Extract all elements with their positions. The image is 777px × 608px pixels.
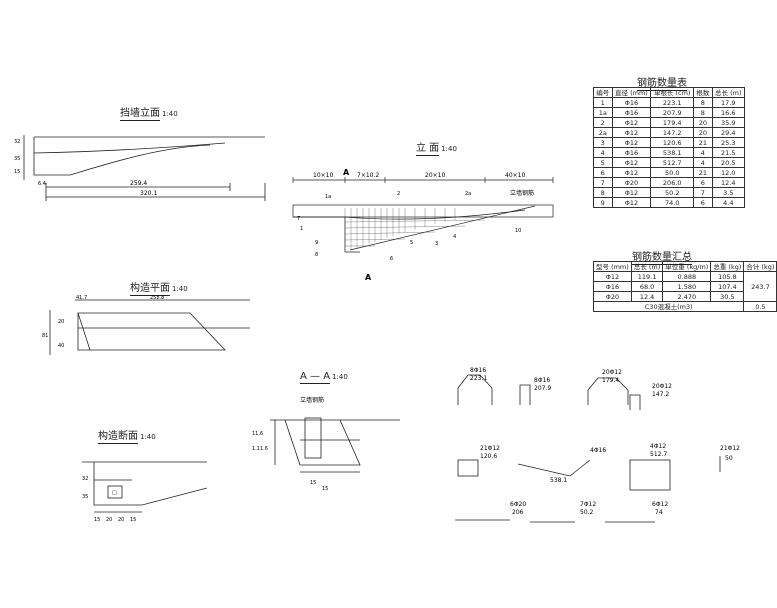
elev-main-mark-7: 7 (297, 216, 300, 222)
section-aa-side-2: 1.11.6 (252, 446, 268, 452)
plan-dim-2: 258.8 (150, 295, 164, 301)
section-dim-4: 15 (130, 517, 136, 523)
section-side-2: 35 (82, 494, 88, 500)
section-aa-drawing: 立墙钢筋 15 15 11.6 1.11.6 (252, 396, 400, 492)
elev-main-dim-1: 10×10 (313, 172, 333, 179)
elev-main-mark-1a: 1a (325, 194, 331, 200)
bar-4-label: 4Φ16 (590, 447, 606, 454)
elev-main-dim-2: 7×10.2 (357, 172, 379, 179)
bar-6-label: 21Φ12 (720, 445, 740, 452)
bar-1a-label: 8Φ16 (534, 377, 550, 384)
bar-3-label: 21Φ12 (480, 445, 500, 452)
bar-7-length: 206 (512, 509, 524, 516)
bar-2a-length: 147.2 (652, 391, 669, 398)
elev-left-side-1: 32 (14, 139, 20, 145)
section-drawing: □ 15 20 20 15 32 35 (82, 461, 208, 523)
bar-2-length: 179.4 (602, 377, 619, 384)
elev-main-drawing: 10×10 7×10.2 20×10 40×10 立墙钢筋 A A 1 1a 2… (292, 168, 554, 282)
rebar-table-header: 编号直径 (mm)单根长 (cm)根数总长 (m) (593, 87, 746, 98)
bar-5-length: 512.7 (650, 451, 667, 458)
bar-1-length: 223.1 (470, 375, 487, 382)
bar-2-label: 20Φ12 (602, 369, 622, 376)
bar-2a-label: 20Φ12 (652, 383, 672, 390)
elev-main-note: 立墙钢筋 (510, 189, 534, 197)
elev-main-mark-4: 4 (453, 234, 456, 240)
elev-main-mark-5: 5 (410, 240, 413, 246)
elev-main-cut-top: A (343, 168, 350, 177)
section-aa-dim-2: 15 (322, 486, 328, 492)
section-dim-3: 20 (118, 517, 124, 523)
bar-8-label: 7Φ12 (580, 501, 596, 508)
bar-1a-length: 207.9 (534, 385, 551, 392)
elev-left-dim-1: 259.4 (130, 180, 147, 187)
elev-left-side-2: 35 (14, 156, 20, 162)
bar-6-length: 50 (725, 455, 733, 462)
summary-table: 型号 (mm)总长 (m)单位重 (kg/m)总重 (kg)合计 (kg) Φ1… (592, 261, 777, 312)
bar-3-length: 120.6 (480, 453, 497, 460)
elev-main-mark-2: 2 (397, 191, 400, 197)
section-dim-1: 15 (94, 517, 100, 523)
elev-main-mark-8: 8 (315, 252, 318, 258)
bar-5-label: 4Φ12 (650, 443, 666, 450)
bar-4-length: 538.1 (550, 477, 567, 484)
summary-table-title: 钢筋数量汇总 (632, 252, 692, 265)
elev-left-dim-2: 320.1 (140, 190, 157, 197)
elev-main-mark-1: 1 (300, 226, 303, 232)
summary-table-header: 型号 (mm)总长 (m)单位重 (kg/m)总重 (kg)合计 (kg) (593, 261, 777, 272)
elev-main-cut-bottom: A (365, 273, 372, 282)
section-aa-side-1: 11.6 (252, 431, 263, 437)
elev-main-mark-3: 3 (435, 241, 438, 247)
bar-shapes-drawing: 8Φ16 223.1 8Φ16 207.9 20Φ12 179.4 20Φ12 … (455, 367, 740, 523)
section-aa-note: 立墙钢筋 (300, 396, 324, 404)
svg-text:□: □ (112, 490, 117, 496)
elev-main-mark-6: 6 (390, 256, 393, 262)
elev-main-mark-9: 9 (315, 240, 318, 246)
section-side-1: 32 (82, 476, 88, 482)
section-aa-dim-1: 15 (310, 480, 316, 486)
bar-1-label: 8Φ16 (470, 367, 486, 374)
bar-7-label: 6Φ20 (510, 501, 526, 508)
section-dim-2: 20 (106, 517, 112, 523)
bar-9-label: 6Φ12 (652, 501, 668, 508)
elev-main-mark-10: 10 (515, 228, 521, 234)
elev-left-side-4: 6.4 (38, 181, 46, 187)
summary-concrete-row: C30混凝土(m3)0.5 (592, 301, 777, 312)
plan-side-2: 81 (42, 333, 48, 339)
bar-9-length: 74 (655, 509, 663, 516)
elev-left-drawing: 259.4 320.1 32 35 15 6.4 (14, 135, 266, 201)
elev-main-dim-3: 20×10 (425, 172, 445, 179)
rebar-table-title: 钢筋数量表 (637, 78, 687, 91)
plan-drawing: 41.7 258.8 20 81 40 (42, 295, 250, 355)
plan-side-1: 20 (58, 319, 64, 325)
plan-side-3: 40 (58, 343, 64, 349)
bar-8-length: 50.2 (580, 509, 594, 516)
plan-dim-1: 41.7 (76, 295, 87, 301)
elev-main-dim-4: 40×10 (505, 172, 525, 179)
elev-main-mark-2a: 2a (465, 191, 471, 197)
elev-left-side-3: 15 (14, 169, 20, 175)
